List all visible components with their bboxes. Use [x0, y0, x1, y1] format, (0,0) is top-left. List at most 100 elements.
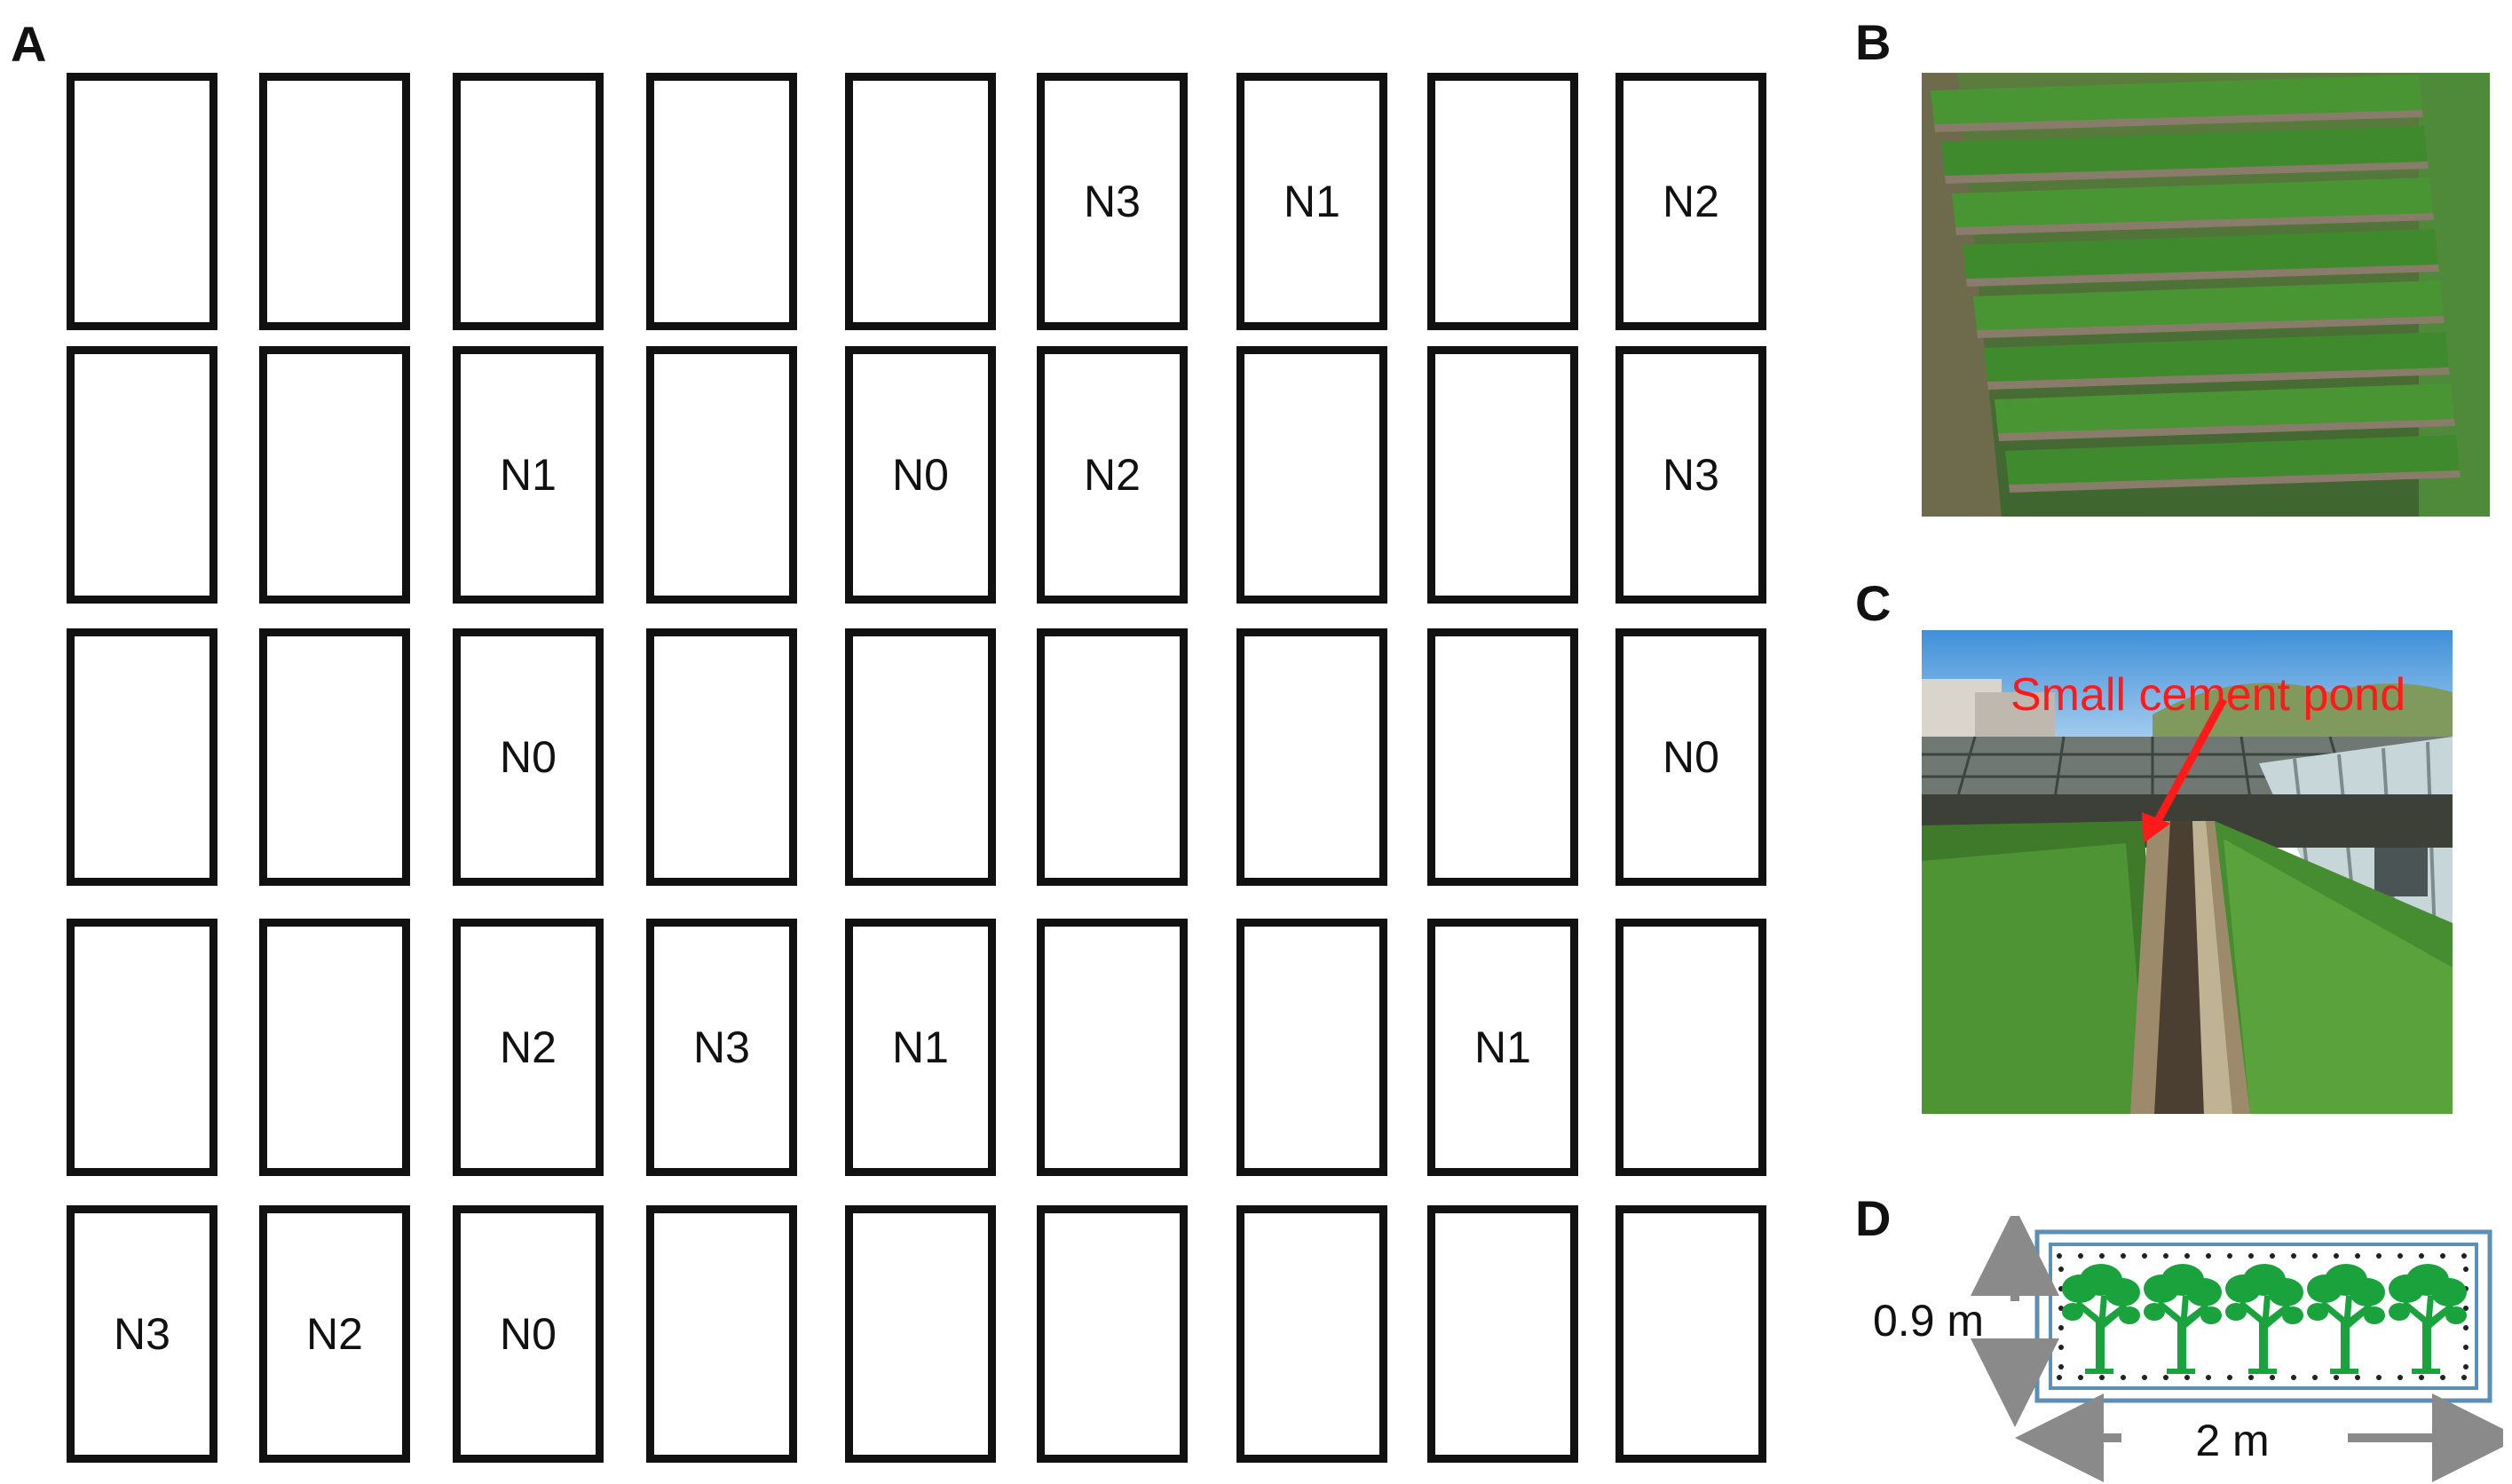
border-dot: [2057, 1375, 2062, 1380]
tea-tree-icon: [2389, 1264, 2467, 1374]
border-dot: [2463, 1325, 2469, 1330]
terrace-edge: [2009, 470, 2461, 493]
plot-cell: [1236, 346, 1387, 604]
border-dot: [2397, 1253, 2403, 1259]
plot-treatment-label: N2: [306, 1309, 363, 1359]
border-dot: [2099, 1375, 2105, 1380]
plot-cell: N3: [1615, 346, 1766, 604]
plot-cell: N1: [845, 919, 996, 1176]
plot-cell: [1236, 628, 1387, 886]
plot-treatment-label: N1: [500, 450, 557, 500]
border-dot: [2376, 1253, 2382, 1259]
border-dot: [2334, 1253, 2339, 1259]
plot-cell: [1427, 346, 1578, 604]
border-dot: [2058, 1364, 2064, 1370]
border-dot: [2440, 1375, 2445, 1380]
greenhouse-photo: Small cement pond: [1922, 630, 2453, 1114]
plot-cell: N1: [453, 346, 604, 604]
border-dot: [2057, 1253, 2062, 1259]
plot-cell: [1427, 73, 1578, 330]
plot-cell: N3: [67, 1205, 217, 1463]
border-dot: [2291, 1375, 2296, 1380]
plot-treatment-label: N3: [114, 1309, 170, 1359]
border-dot: [2078, 1253, 2083, 1259]
terrace-edge: [1998, 419, 2455, 441]
terrace-edge: [1966, 264, 2439, 287]
border-dot: [2206, 1375, 2211, 1380]
terrace-bed: [1963, 229, 2438, 279]
border-dot: [2463, 1364, 2469, 1370]
plot-cell: N2: [1037, 346, 1188, 604]
border-dot: [2419, 1253, 2424, 1259]
terrace-edge: [1977, 316, 2445, 338]
plot-cell: [67, 919, 217, 1176]
plot-cell: [67, 346, 217, 604]
terrace-bed: [1984, 332, 2449, 382]
plot-cell: [259, 346, 410, 604]
plot-treatment-label: N2: [1663, 177, 1719, 226]
border-dot: [2463, 1345, 2469, 1350]
plot-treatment-label: N3: [1663, 450, 1719, 500]
plot-treatment-label: N3: [693, 1022, 750, 1072]
plot-cell: [259, 628, 410, 886]
terrace-edge: [1987, 367, 2450, 390]
plot-cell: [845, 1205, 996, 1463]
border-dot: [2184, 1253, 2190, 1259]
border-dot: [2058, 1345, 2064, 1350]
border-dot: [2355, 1253, 2360, 1259]
plot-cell: N1: [1427, 919, 1578, 1176]
plot-cell: N1: [1236, 73, 1387, 330]
plot-cell: [453, 73, 604, 330]
border-dot: [2184, 1375, 2190, 1380]
border-dot: [2121, 1375, 2126, 1380]
plot-cell: [1037, 919, 1188, 1176]
plot-cell: [1236, 1205, 1387, 1463]
terrace-bed: [1995, 383, 2454, 433]
panel-label-b: B: [1855, 14, 1892, 70]
plot-cell: [1615, 919, 1766, 1176]
terrace-bed: [2005, 435, 2460, 485]
border-dot: [2312, 1375, 2318, 1380]
border-dot: [2419, 1375, 2424, 1380]
border-dot: [2461, 1253, 2467, 1259]
terrace-bed: [1952, 178, 2433, 227]
plot-cell: [259, 73, 410, 330]
plot-cell: [646, 346, 797, 604]
plot-cell: N3: [1037, 73, 1188, 330]
border-dot: [2463, 1306, 2469, 1311]
border-dot: [2334, 1375, 2339, 1380]
border-dot: [2248, 1253, 2254, 1259]
plot-treatment-label: N1: [1284, 177, 1340, 226]
plot-treatment-label: N1: [892, 1022, 949, 1072]
pond-annotation: Small cement pond: [2010, 669, 2405, 721]
plot-treatment-label: N1: [1474, 1022, 1531, 1072]
plot-cell: N0: [845, 346, 996, 604]
border-dot: [2376, 1375, 2382, 1380]
plot-cell: [646, 1205, 797, 1463]
plot-treatment-label: N2: [500, 1022, 557, 1072]
border-dot: [2227, 1253, 2232, 1259]
border-dot: [2440, 1253, 2445, 1259]
border-dot: [2142, 1375, 2147, 1380]
plot-cell: [1427, 628, 1578, 886]
plot-cell: [67, 73, 217, 330]
plot-cell: [646, 73, 797, 330]
border-dot: [2163, 1375, 2168, 1380]
plot-treatment-label: N0: [892, 450, 949, 500]
plot-cell: [1037, 628, 1188, 886]
plot-cell: [259, 919, 410, 1176]
border-dot: [2270, 1375, 2275, 1380]
border-dot: [2121, 1253, 2126, 1259]
width-label: 2 m: [2195, 1416, 2269, 1465]
plot-cell: N0: [453, 1205, 604, 1463]
plot-schematic: 0.9 m 2 m: [1864, 1216, 2503, 1482]
tea-tree-icon: [2144, 1264, 2222, 1374]
border-dot: [2355, 1375, 2360, 1380]
height-label: 0.9 m: [1873, 1296, 1984, 1346]
plot-treatment-label: N3: [1084, 177, 1141, 226]
terrace-bed: [1973, 280, 2444, 330]
border-dot: [2291, 1253, 2296, 1259]
border-dot: [2227, 1375, 2232, 1380]
plot-cell: N0: [453, 628, 604, 886]
plot-cell: N2: [1615, 73, 1766, 330]
